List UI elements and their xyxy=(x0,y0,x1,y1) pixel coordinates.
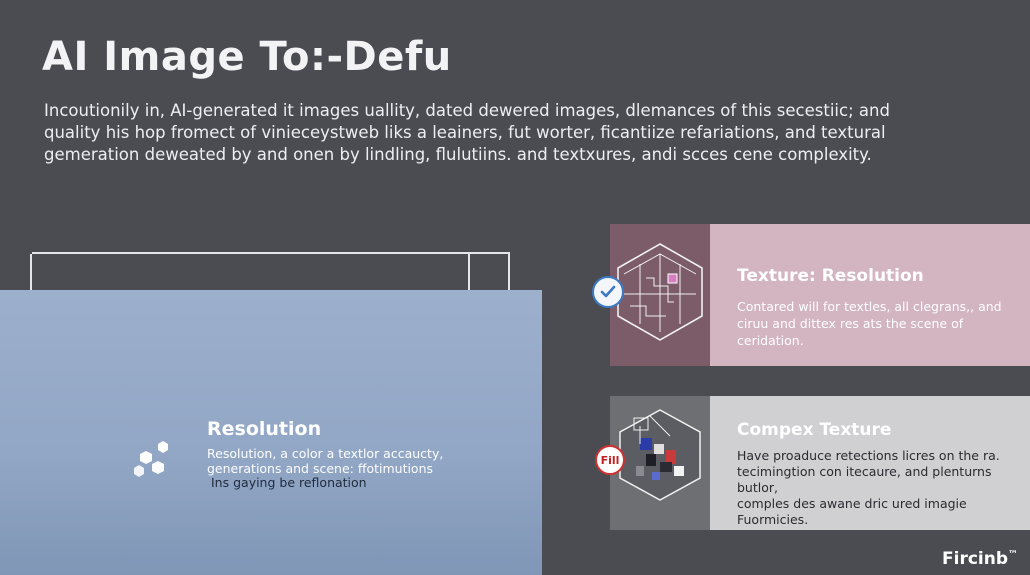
card-text-line: tecimingtion con itecaure, and plenturns… xyxy=(737,464,992,495)
bracket-line xyxy=(508,254,510,300)
card-title: Texture: Resolution xyxy=(737,266,924,286)
brand-name: Fircinb xyxy=(942,549,1008,569)
panel-text-line: generations and scene: ffotimutions xyxy=(207,461,434,476)
card-text: Contared will for textles, all clegrans,… xyxy=(737,298,1030,349)
card-text-line: comples des awane dric ured imagie Fuorm… xyxy=(737,496,967,527)
card-image xyxy=(610,224,710,366)
intro-line: quality his hop fromect of vinieceystweb… xyxy=(44,123,886,142)
hexagons-icon xyxy=(134,441,168,477)
panel-title: Resolution xyxy=(207,418,322,440)
intro-paragraph: Incoutionily in, AI-generated it images … xyxy=(44,100,890,166)
panel-text-line: Resolution, a color a textlor accaucty, xyxy=(207,446,444,461)
complex-cube-icon xyxy=(619,409,701,501)
bracket-line xyxy=(30,254,32,300)
page-title: AI Image To:-Defu xyxy=(42,34,452,80)
card-text-line: Have proaduce retections licres on the r… xyxy=(737,448,1000,463)
complex-texture-card: Compex Texture Have proaduce retections … xyxy=(610,396,1030,530)
fill-badge: Fill xyxy=(595,445,625,475)
intro-line: gemeration deweated by and onen by lindl… xyxy=(44,145,872,164)
trademark-mark: ™ xyxy=(1008,549,1018,561)
intro-line: Incoutionily in, AI-generated it images … xyxy=(44,101,890,120)
bracket-line xyxy=(468,254,470,300)
resolution-panel: Resolution Resolution, a color a textlor… xyxy=(0,290,542,575)
cube-maze-icon xyxy=(617,243,703,341)
card-body: Texture: Resolution Contared will for te… xyxy=(710,224,1030,366)
card-text-line: Contared will for textles, all clegrans,… xyxy=(737,299,1002,314)
card-title: Compex Texture xyxy=(737,420,892,440)
card-text: Have proaduce retections licres on the r… xyxy=(737,448,1030,528)
card-image xyxy=(610,396,710,530)
texture-resolution-card: Texture: Resolution Contared will for te… xyxy=(610,224,1030,366)
card-text-line: ciruu and dittex res ats the scene of ce… xyxy=(737,316,964,348)
brand-logo: Fircinb™ xyxy=(942,549,1018,569)
check-circle-icon xyxy=(592,276,624,308)
card-body: Compex Texture Have proaduce retections … xyxy=(710,396,1030,530)
panel-text: Resolution, a color a textlor accaucty, … xyxy=(207,446,443,476)
panel-subtext: Ins gaying be reflonation xyxy=(211,475,367,490)
